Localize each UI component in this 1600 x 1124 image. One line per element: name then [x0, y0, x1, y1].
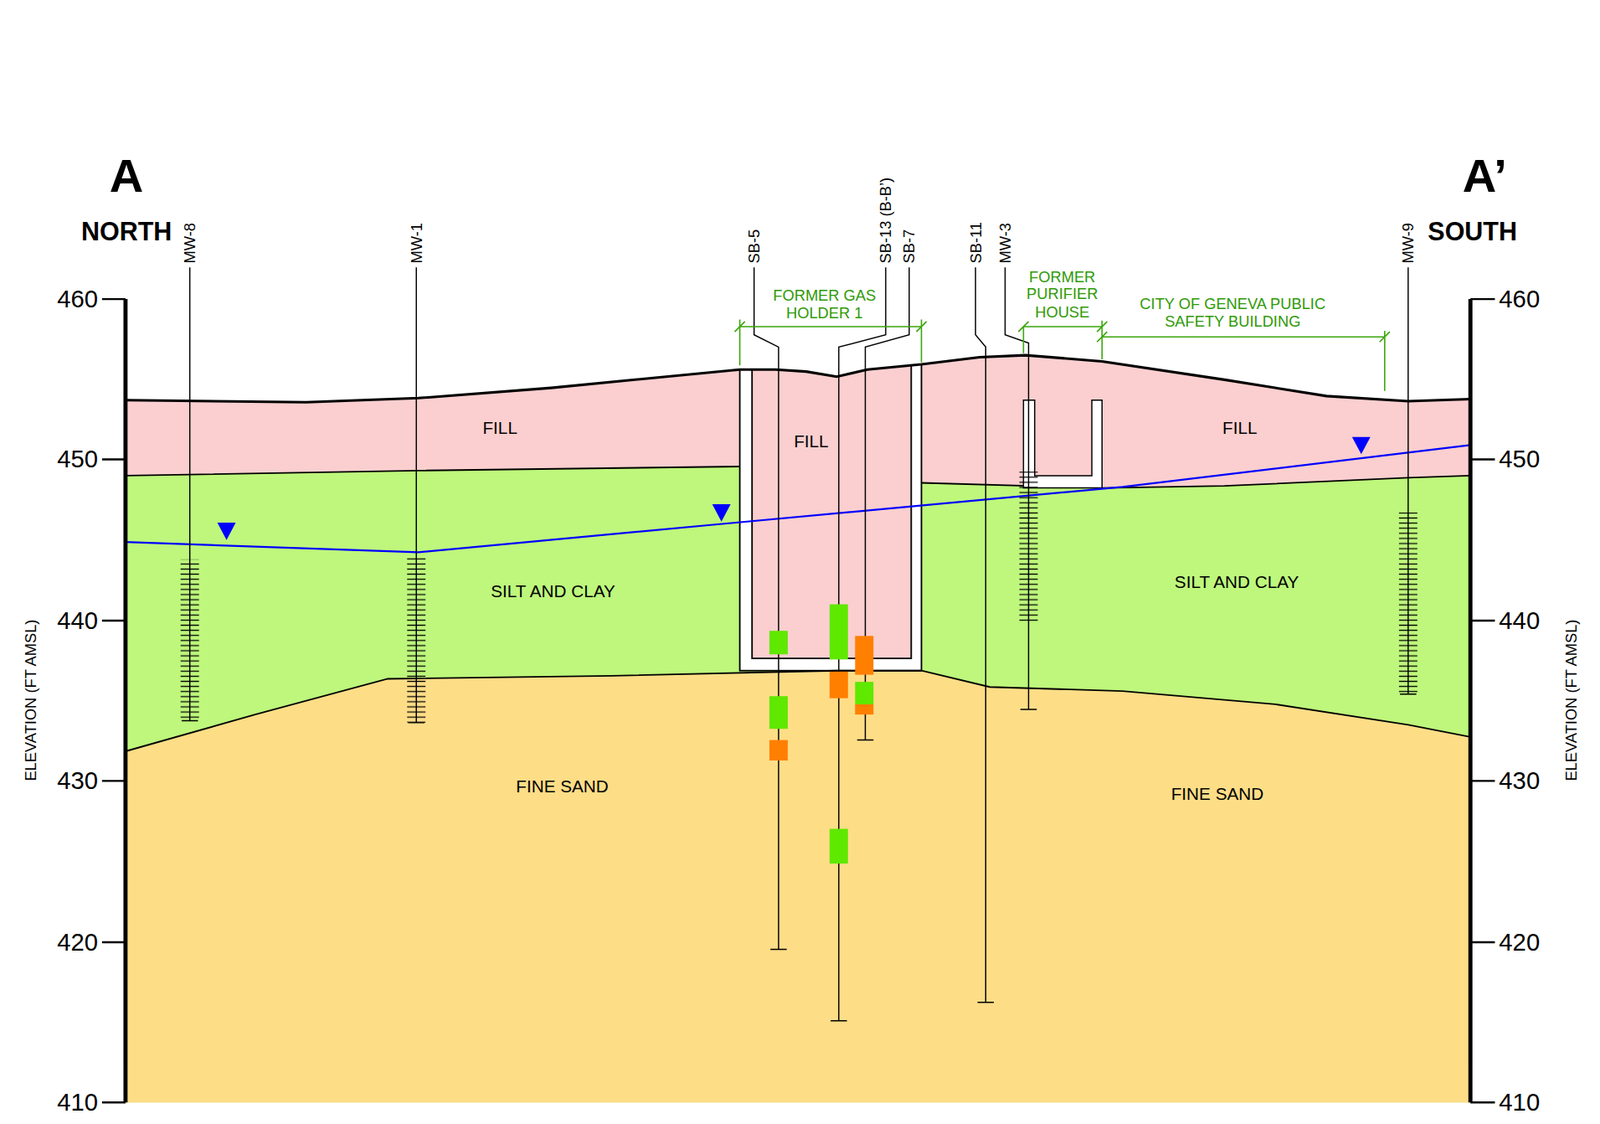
- elevation-axes-part: [125, 298, 1471, 1102]
- axis-title: ELEVATION (FT AMSL): [21, 619, 40, 782]
- elevation-axes-part: [1470, 298, 1495, 1102]
- feature-brackets-part: [1018, 320, 1107, 360]
- sky-mask: [125, 336, 1471, 402]
- layer-boundaries: [125, 354, 1471, 752]
- sample-markers-part: [829, 604, 849, 660]
- sample-markers-part: [854, 704, 874, 715]
- boring-label: SB-7: [900, 229, 918, 264]
- layer-boundaries-part: [125, 670, 1471, 752]
- feature-label: CITY OF GENEVA PUBLIC SAFETY BUILDING: [1122, 294, 1343, 330]
- direction-label: SOUTH: [1427, 216, 1518, 247]
- water-table: [125, 437, 1471, 553]
- boring-lines: [181, 267, 1417, 1020]
- boring-lines-part: [975, 267, 994, 1003]
- axis-tick-label: 460: [1498, 284, 1540, 314]
- feature-brackets-part: [1096, 330, 1390, 391]
- sample-markers-part: [854, 635, 874, 674]
- layer-label: FINE SAND: [1171, 783, 1265, 804]
- boring-lines-part: [1004, 267, 1037, 710]
- axis-tick-label: 460: [56, 284, 98, 314]
- axis-tick-label: 410: [1498, 1087, 1540, 1117]
- boring-label: SB-11: [967, 221, 985, 263]
- well-screens: [180, 471, 1418, 723]
- axis-tick-label: 410: [56, 1087, 98, 1117]
- sample-markers-part: [829, 828, 849, 864]
- boring-label: SB-5: [745, 229, 763, 264]
- well-label: MW-3: [996, 222, 1014, 263]
- axis-tick-label: 430: [1498, 766, 1540, 796]
- axis-tick-label: 440: [56, 606, 98, 635]
- elevation-axes-part: [102, 298, 126, 1102]
- layer-label: FILL: [482, 418, 517, 439]
- section-letter: A’: [1462, 148, 1508, 202]
- layer-label: SILT AND CLAY: [490, 581, 616, 602]
- well-label: MW-8: [180, 222, 199, 263]
- layer-label: SILT AND CLAY: [1174, 572, 1300, 593]
- boring-lines-part: [408, 267, 426, 723]
- soil-layers-part: [125, 670, 1471, 1103]
- boring-lines-part: [1399, 267, 1417, 694]
- sample-markers-part: [854, 681, 874, 705]
- axis-title: ELEVATION (FT AMSL): [1562, 619, 1580, 782]
- layer-label: FINE SAND: [515, 776, 609, 798]
- feature-brackets-part: [735, 318, 927, 366]
- axis-tick-label: 420: [1498, 927, 1540, 957]
- well-label: MW-9: [1399, 222, 1417, 263]
- sample-markers: [769, 604, 874, 865]
- sample-markers-part: [769, 630, 788, 654]
- boring-lines-part: [754, 267, 788, 949]
- feature-label: FORMER GAS HOLDER 1: [764, 286, 885, 322]
- axis-tick-label: 450: [1498, 445, 1540, 474]
- boring-label: SB-13 (B-B’): [876, 177, 895, 264]
- elevation-axes: [102, 298, 1496, 1102]
- layer-label: FILL: [793, 432, 829, 453]
- axis-tick-label: 420: [56, 927, 98, 957]
- boring-lines-part: [181, 267, 199, 721]
- axis-tick-label: 440: [1498, 606, 1540, 635]
- feature-label: FORMER PURIFIER HOUSE: [1024, 267, 1101, 320]
- layer-label: FILL: [1222, 418, 1257, 439]
- water-table-part: [217, 437, 1371, 541]
- section-letter: A: [109, 148, 145, 202]
- layer-boundaries-part: [125, 354, 1471, 402]
- axis-tick-label: 430: [56, 766, 98, 796]
- water-table-part: [125, 444, 1471, 552]
- sample-markers-part: [769, 740, 788, 761]
- feature-brackets: [735, 318, 1390, 391]
- layer-boundaries-part: [125, 466, 741, 476]
- sample-markers-part: [769, 695, 788, 729]
- direction-label: NORTH: [81, 216, 172, 247]
- axis-tick-label: 450: [56, 445, 98, 474]
- sample-markers-part: [829, 671, 849, 699]
- sky-mask-part: [125, 336, 1471, 402]
- well-label: MW-1: [407, 222, 426, 263]
